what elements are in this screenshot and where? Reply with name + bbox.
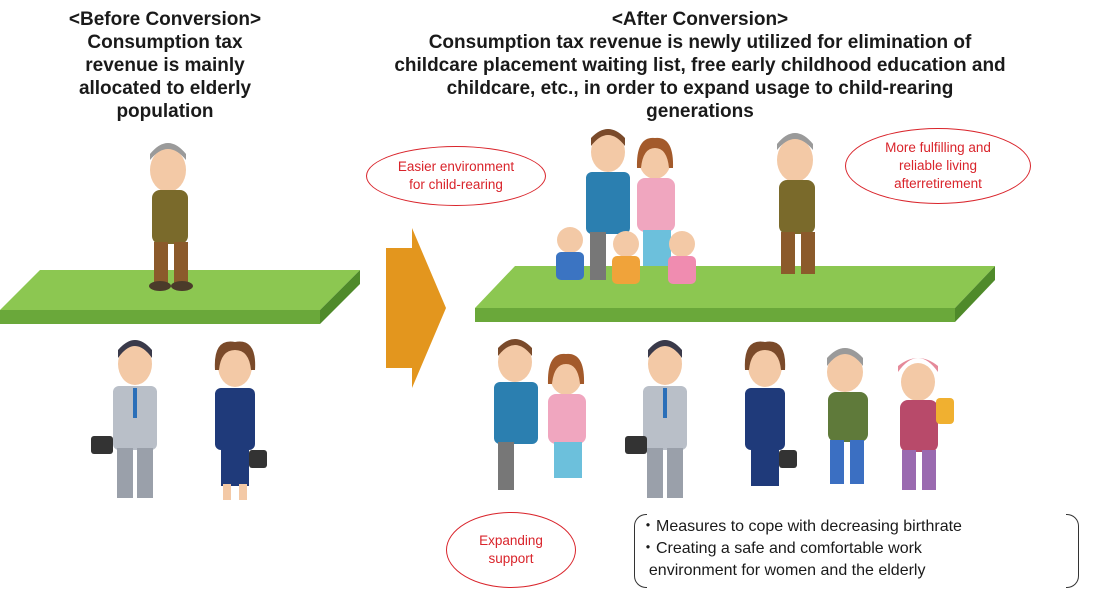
after-body-line: childcare placement waiting list, free e… (394, 55, 1006, 76)
after-title: <After Conversion> (611, 9, 789, 30)
elderly-man-figure (149, 143, 193, 291)
callout-line: reliable living (898, 158, 978, 173)
right-platform (475, 266, 995, 322)
after-body-line: Consumption tax revenue is newly utilize… (428, 32, 972, 53)
callout-line: Easier environment (397, 159, 515, 174)
before-conversion-heading: <Before Conversion> Consumption tax reve… (40, 8, 290, 123)
callout-line: support (488, 551, 534, 566)
measure-item: ・Measures to cope with decreasing birthr… (640, 518, 962, 535)
conversion-arrow (386, 228, 446, 388)
before-body-line: allocated to elderly (78, 78, 252, 99)
office-woman-figure-right (744, 341, 797, 486)
office-man-figure (91, 340, 157, 498)
after-conversion-heading: <After Conversion> Consumption tax reven… (360, 8, 1040, 123)
before-title: <Before Conversion> (68, 9, 262, 30)
elderly-man-figure-right (777, 133, 815, 274)
measure-item: ・Creating a safe and comfortable work (640, 540, 922, 557)
office-man-figure-right (625, 340, 687, 498)
before-body-line: revenue is mainly (85, 55, 245, 76)
callout-retirement: More fulfilling and reliable living afte… (845, 128, 1031, 204)
after-body-line: generations (646, 101, 754, 122)
family-figure (556, 129, 696, 284)
before-body-line: population (116, 101, 214, 122)
callout-line: afterretirement (894, 176, 982, 191)
office-woman-figure (214, 341, 267, 500)
callout-line: for child-rearing (409, 177, 503, 192)
after-body-line: childcare, etc., in order to expand usag… (446, 78, 954, 99)
measures-list: ・Measures to cope with decreasing birthr… (640, 516, 1070, 582)
couple-figure (494, 339, 586, 490)
before-body-line: Consumption tax (87, 32, 243, 53)
callout-child-rearing: Easier environment for child-rearing (366, 146, 546, 206)
callout-expanding-support: Expanding support (446, 512, 576, 588)
callout-line: Expanding (479, 533, 543, 548)
elderly-couple-figure (827, 348, 954, 490)
callout-line: More fulfilling and (885, 140, 991, 155)
measure-item: environment for women and the elderly (640, 562, 926, 579)
